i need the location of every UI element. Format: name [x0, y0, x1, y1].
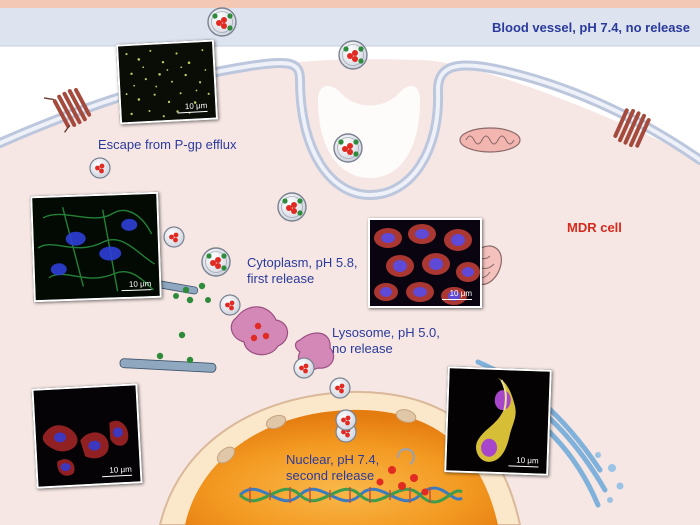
nanoparticle-small-4: [329, 377, 351, 399]
nanoparticle-entering: [277, 192, 307, 222]
micrograph-bottom-right-image: [446, 368, 550, 474]
mitochondrion-top: [459, 127, 521, 153]
pgp-transporter-right: [613, 108, 651, 148]
micrograph-bottom-right: 10 μm: [444, 366, 552, 476]
mdr-cell-label: MDR cell: [567, 220, 622, 235]
released-drug: [376, 466, 429, 496]
scale-bar-center-right: 10 μm: [442, 289, 472, 300]
micrograph-bottom-left: 10 μm: [31, 383, 143, 489]
nuclear-label-line1: Nuclear, pH 7.4,: [286, 452, 380, 467]
lysosome-label-line2: no release: [332, 341, 393, 356]
dna-helix: [238, 486, 463, 504]
blood-vessel-label: Blood vessel, pH 7.4, no release: [492, 20, 690, 35]
nanoparticle-small-2: [219, 294, 241, 316]
scale-bar-top: 10 μm: [177, 101, 208, 114]
cytoplasm-label-line2: first release: [247, 271, 315, 286]
cytoplasm-label-line1: Cytoplasm, pH 5.8,: [247, 255, 358, 270]
micrograph-left-mid: 10 μm: [30, 191, 162, 303]
escape-label: Escape from P-gp efflux: [98, 137, 237, 152]
nanoparticle-cytoplasm: [201, 247, 231, 277]
micrograph-top: 10 μm: [115, 39, 219, 125]
released-polymer: [156, 282, 211, 364]
scale-bar-left-mid: 10 μm: [121, 279, 152, 291]
lysosome-upper: [230, 306, 289, 356]
micrograph-bottom-left-image: [33, 385, 141, 487]
microtubule-lower: [119, 358, 217, 373]
nanoparticle-small-3: [293, 357, 315, 379]
pgp-transporter-left: [43, 88, 92, 133]
nanoparticle-endosome: [333, 133, 363, 163]
nanoparticle-pore: [335, 409, 357, 431]
scale-bar-bottom-left: 10 μm: [102, 465, 133, 478]
nanoparticle-small-1: [163, 226, 185, 248]
nuclear-label-line2: second release: [286, 468, 375, 483]
micrograph-center-right: 10 μm: [368, 218, 482, 308]
nanoparticle-vessel-2: [338, 40, 368, 70]
scale-bar-bottom-right: 10 μm: [508, 455, 539, 467]
nanoparticle-escape: [89, 157, 111, 179]
lysosome-label-line1: Lysosome, pH 5.0,: [332, 325, 440, 340]
nanoparticle-vessel-1: [207, 7, 237, 37]
